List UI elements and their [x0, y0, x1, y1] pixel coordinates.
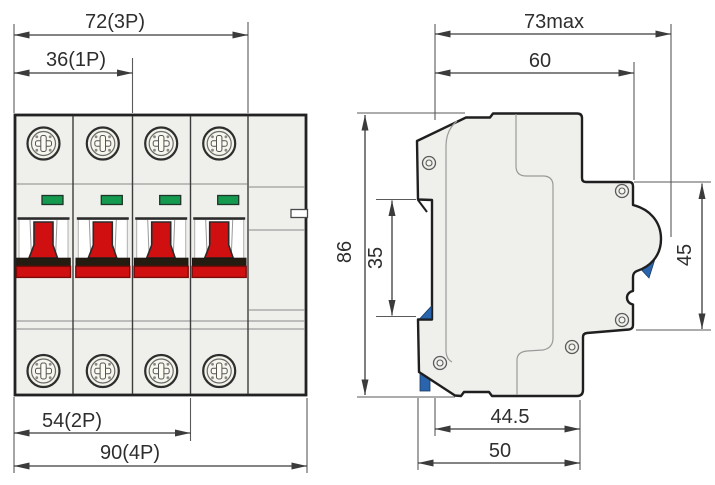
front-view [13, 113, 309, 397]
rivet [564, 339, 580, 355]
side-clip-tab [290, 208, 309, 219]
rivet [421, 155, 437, 171]
screw-terminal [202, 353, 237, 389]
status-indicator-window [217, 194, 240, 206]
rivet [432, 355, 448, 371]
dim-label-36-1p: 36(1P) [46, 49, 106, 71]
rivet [614, 312, 630, 328]
screw-terminal [26, 353, 61, 389]
screw-terminal [144, 126, 179, 161]
dimensions-front: 72(3P) 36(1P) 54(2P) 90(4P) [13, 11, 308, 473]
dim-label-86: 86 [334, 241, 356, 263]
dim-label-60: 60 [529, 50, 551, 72]
screw-terminal [26, 126, 61, 161]
screw-terminal [144, 353, 179, 389]
side-view [415, 112, 663, 398]
case-seam [445, 120, 458, 363]
screw-terminal [202, 126, 237, 161]
dimensions-side: 73max 60 86 35 45 44.5 50 [334, 11, 711, 470]
toggle-handle [15, 217, 72, 279]
dim-label-44-5: 44.5 [491, 406, 530, 428]
status-indicator-window [41, 194, 64, 206]
status-indicator-window [100, 194, 123, 206]
status-indicator-window [159, 194, 182, 206]
dim-label-45: 45 [674, 244, 696, 266]
din-slot-hook [417, 199, 428, 213]
status-indicator-windows [41, 194, 240, 206]
dim-label-50: 50 [489, 440, 511, 462]
case-seam [515, 114, 554, 395]
screw-terminal [85, 126, 120, 161]
rivet [614, 183, 630, 199]
dim-label-73max: 73max [524, 11, 584, 33]
dim-label-35: 35 [365, 247, 387, 269]
toggle-handle [190, 217, 248, 279]
pole-separators [72, 116, 249, 394]
toggle-handle [132, 217, 190, 279]
dim-label-72-3p: 72(3P) [85, 11, 145, 33]
din-clip-spring-blue [419, 304, 432, 319]
breaker-side-body [415, 112, 663, 398]
screw-terminal [85, 353, 120, 389]
dim-label-54-2p: 54(2P) [42, 410, 102, 432]
dim-label-90-4p: 90(4P) [100, 442, 160, 464]
toggle-handle [74, 217, 132, 279]
